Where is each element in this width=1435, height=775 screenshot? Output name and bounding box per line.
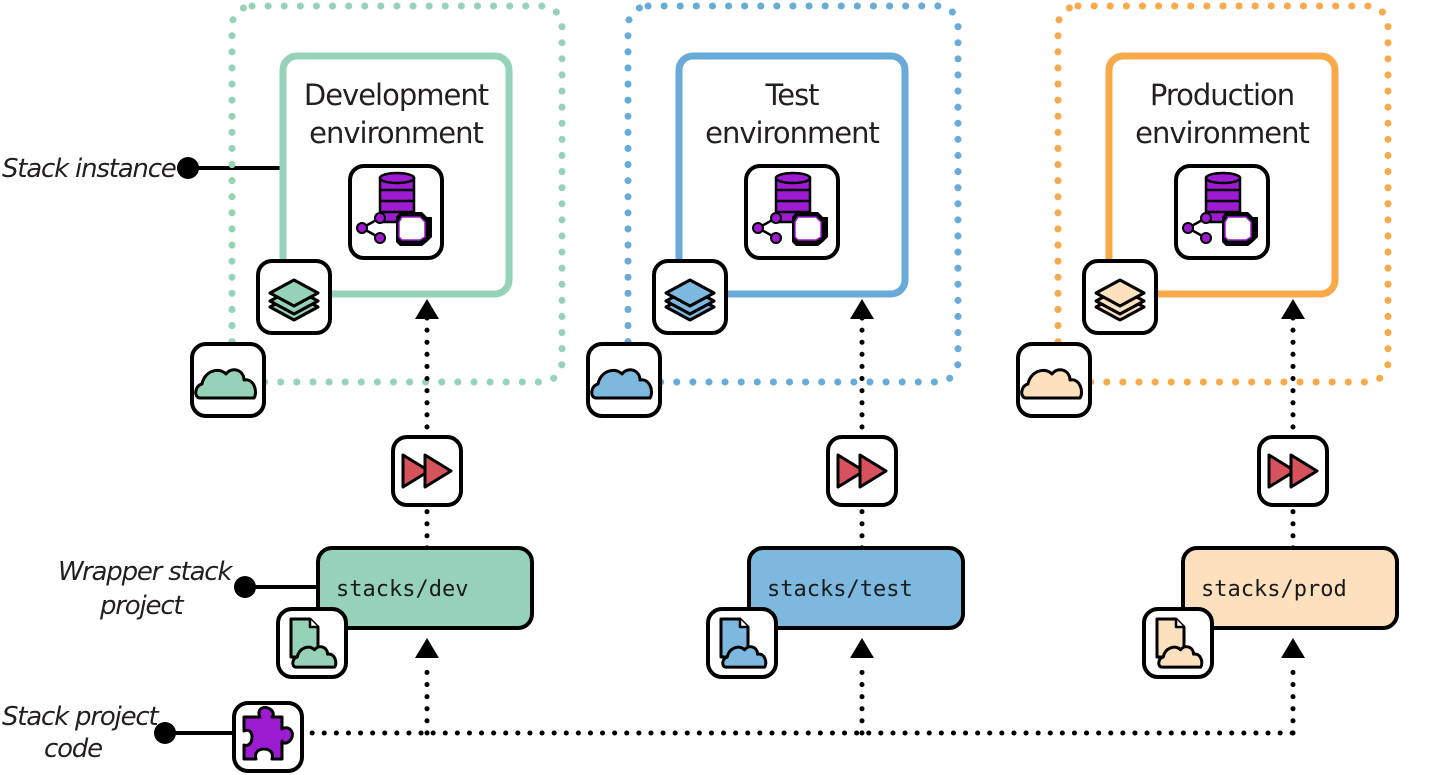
wrapper-stack-project-label-line1: Wrapper stack <box>58 557 233 587</box>
layers-icon <box>256 259 332 335</box>
cloud-icon <box>586 342 662 418</box>
wrapper-stack-path: stacks/prod <box>1201 577 1347 602</box>
wrapper-stack-path: stacks/test <box>767 577 913 602</box>
wrapper-stack-box[interactable] <box>316 546 534 630</box>
stack-project-code-label-line1: Stack project <box>2 702 159 732</box>
environment-title-line1: Production <box>1150 78 1294 112</box>
stack-project-code-callout: Stack project code <box>2 702 236 764</box>
file-cloud-icon <box>276 607 348 679</box>
database-compute-icon <box>348 164 444 260</box>
arrow-head-icon <box>415 299 439 319</box>
stack-project-code-label-line2: code <box>44 734 102 764</box>
cloud-icon <box>1016 342 1092 418</box>
environment-prod: Production environment stacks/prod <box>1016 2 1399 736</box>
wrapper-stack-path: stacks/dev <box>336 577 468 602</box>
stack-instance-label: Stack instance <box>2 154 176 184</box>
arrow-head-icon <box>1281 638 1305 658</box>
environment-test: Test environment stacks/test <box>586 2 965 736</box>
cloud-account-boundary <box>1054 2 1392 386</box>
arrow-head-icon <box>850 299 874 319</box>
fast-forward-icon <box>1257 435 1329 507</box>
fast-forward-icon <box>391 435 463 507</box>
stack-instance-callout: Stack instance <box>2 154 282 184</box>
file-cloud-icon <box>1142 607 1214 679</box>
database-compute-icon <box>1174 164 1270 260</box>
environment-title-line2: environment <box>309 116 483 150</box>
layers-icon <box>1082 259 1158 335</box>
environments: Development environment stacks/dev Test envi… <box>190 2 1399 736</box>
file-cloud-icon <box>706 607 778 679</box>
wrapper-stack-project-callout: Wrapper stack project <box>58 557 320 621</box>
cloud-shape <box>721 645 768 669</box>
arrow-head-icon <box>850 638 874 658</box>
environment-dev: Development environment stacks/dev <box>190 2 566 736</box>
database-compute-icon <box>744 164 840 260</box>
fast-forward-icon <box>826 435 898 507</box>
cloud-shape <box>291 645 338 669</box>
puzzle-piece-icon <box>242 705 294 761</box>
wrapper-stack-project-label-line2: project <box>99 591 184 621</box>
stack-project-code-node[interactable] <box>232 701 304 773</box>
environment-title-line1: Development <box>304 78 489 112</box>
cloud-shape <box>1157 645 1204 669</box>
arrow-head-icon <box>415 638 439 658</box>
cloud-shape <box>194 368 258 400</box>
cloud-shape <box>590 368 654 400</box>
cloud-shape <box>1020 368 1084 400</box>
environment-title-line2: environment <box>705 116 879 150</box>
cloud-account-boundary <box>624 2 962 386</box>
cloud-account-boundary <box>228 2 566 386</box>
layers-icon <box>652 259 728 335</box>
wrapper-stack-box[interactable] <box>747 546 965 630</box>
environment-title-line1: Test <box>764 78 819 112</box>
cloud-icon <box>190 342 266 418</box>
arrow-head-icon <box>1281 299 1305 319</box>
wrapper-stack-box[interactable] <box>1181 546 1399 630</box>
environment-title-line2: environment <box>1135 116 1309 150</box>
